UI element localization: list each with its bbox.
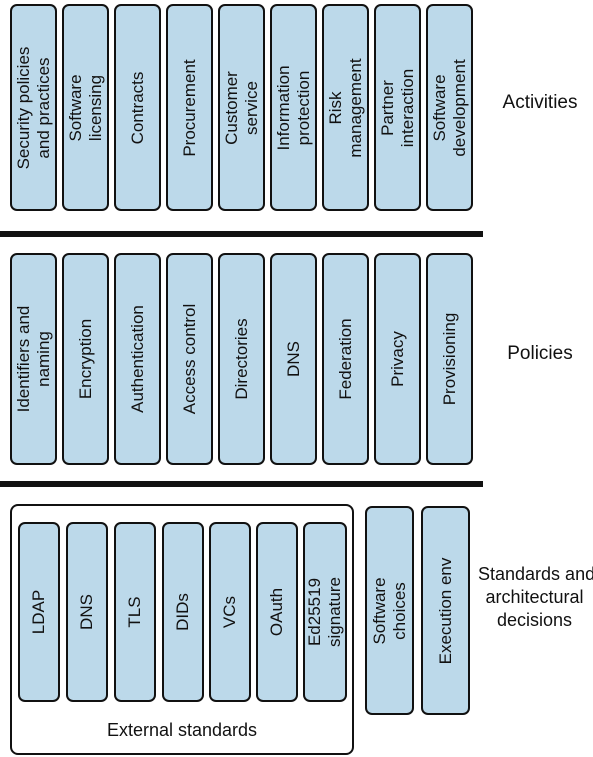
policy-box: Encryption <box>62 253 109 465</box>
activity-box: Partner interaction <box>374 4 421 211</box>
standard-label: DNS <box>77 594 96 630</box>
policy-box: Directories <box>218 253 265 465</box>
policy-label: DNS <box>283 341 303 377</box>
software-choices-box: Software choices <box>365 506 414 715</box>
standard-label: OAuth <box>267 587 286 637</box>
execution-env-box: Execution env <box>421 506 470 715</box>
activity-box: Customer service <box>218 4 265 211</box>
standard-box: Ed25519 signature <box>303 522 347 702</box>
standards-label: Standards and architectural decisions <box>478 564 593 630</box>
activity-box: Contracts <box>114 4 161 211</box>
standard-box: DIDs <box>162 522 204 702</box>
standard-box: VCs <box>209 522 251 702</box>
activity-label: Security policies and practices <box>13 46 53 169</box>
activity-label: Customer service <box>221 70 261 145</box>
policies-label: Policies <box>507 343 573 364</box>
policy-label: Encryption <box>75 318 95 400</box>
activity-box: Information protection <box>270 4 317 211</box>
policy-label: Privacy <box>387 331 407 387</box>
policy-label: Authentication <box>127 305 147 413</box>
policy-box: Access control <box>166 253 213 465</box>
policy-label: Provisioning <box>439 312 459 406</box>
policy-box: Privacy <box>374 253 421 465</box>
divider-rule <box>0 481 483 487</box>
standard-label: DIDs <box>173 593 192 631</box>
policy-box: Authentication <box>114 253 161 465</box>
policy-label: Access control <box>179 303 199 415</box>
standard-label: LDAP <box>29 589 48 635</box>
external-standards-label: External standards <box>106 720 258 740</box>
policy-box: Federation <box>322 253 369 465</box>
standard-label: VCs <box>220 595 239 629</box>
activity-label: Procurement <box>179 58 199 157</box>
policy-label: Federation <box>335 318 355 400</box>
standard-label: TLS <box>125 596 144 628</box>
standard-label: Ed25519 signature <box>305 577 344 647</box>
activity-label: Software licensing <box>65 73 105 142</box>
policy-box: Provisioning <box>426 253 473 465</box>
policy-box: Identifiers and naming <box>10 253 57 465</box>
activity-label: Partner interaction <box>377 68 417 147</box>
divider-rule <box>0 231 483 237</box>
activity-label: Risk management <box>325 57 365 158</box>
activity-box: Security policies and practices <box>10 4 57 211</box>
activities-label: Activities <box>502 92 578 113</box>
execution-env-label: Execution env <box>435 557 455 664</box>
activity-box: Software development <box>426 4 473 211</box>
policy-label: Directories <box>231 318 251 400</box>
software-choices-label: Software choices <box>369 576 409 645</box>
standard-box: TLS <box>114 522 156 702</box>
standard-box: OAuth <box>256 522 298 702</box>
activity-label: Information protection <box>273 64 313 151</box>
activity-box: Software licensing <box>62 4 109 211</box>
standard-box: DNS <box>66 522 108 702</box>
activity-label: Contracts <box>127 71 147 144</box>
activity-box: Procurement <box>166 4 213 211</box>
policy-box: DNS <box>270 253 317 465</box>
activity-box: Risk management <box>322 4 369 211</box>
activity-label: Software development <box>429 58 469 157</box>
standard-box: LDAP <box>18 522 60 702</box>
policy-label: Identifiers and naming <box>13 305 53 413</box>
